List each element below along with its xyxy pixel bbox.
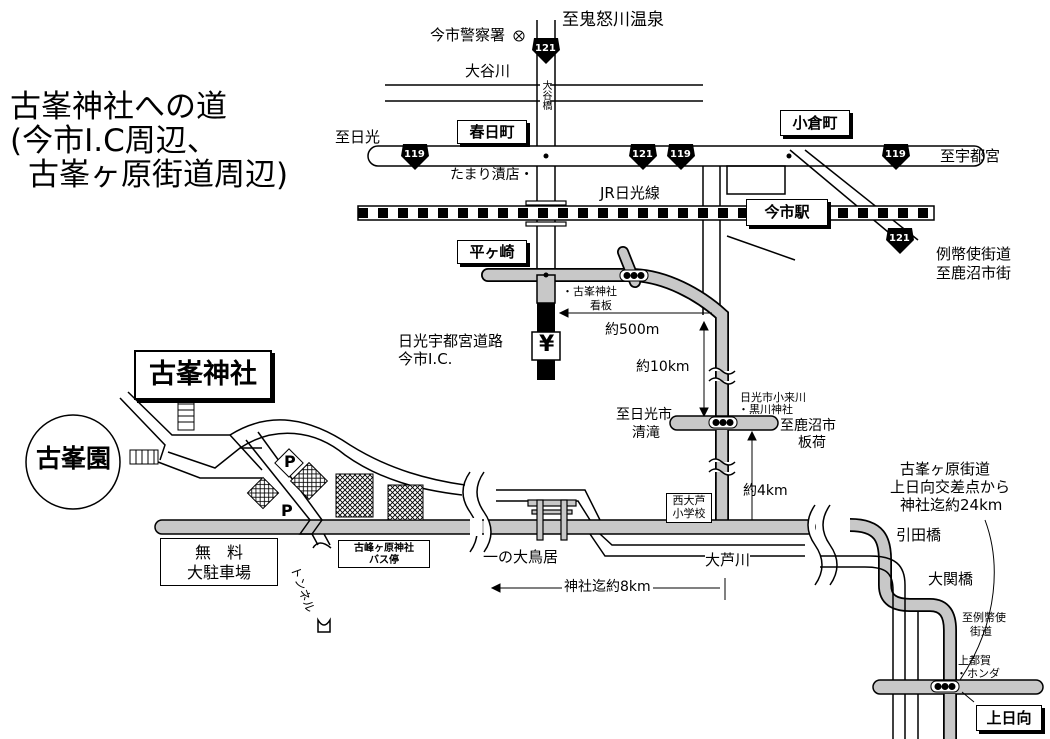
label-kamitsuga-2: ・ホンダ — [956, 667, 1000, 680]
label-expressway-1: 日光宇都宮道路 — [398, 332, 504, 350]
label-to-reiheishi-1: 至例幣使 — [962, 611, 1006, 624]
toll-yen-icon: ¥ — [539, 332, 555, 357]
label-to-reiheishi-2: 街道 — [970, 625, 992, 638]
title-line-2: (今市I.C周辺、 — [10, 123, 218, 159]
reiheishi-road — [789, 149, 919, 248]
label-oya-bridge: 大谷橋 — [540, 80, 551, 110]
label-furumine-jinja: 古峯神社 — [134, 350, 272, 400]
label-kokurugawa-1: 日光市小来川 — [740, 391, 806, 404]
label-shrine-8km: 神社迄約8km — [562, 579, 653, 595]
label-school-1: 西大芦 — [672, 494, 706, 507]
furumine-en-circle — [25, 414, 121, 510]
map-title: 古峯神社への道 (今市I.C周辺、 古峯ヶ原街道周辺) — [10, 90, 288, 192]
tunnel-road — [298, 519, 323, 535]
label-to-itaga-2: 板荷 — [798, 435, 826, 451]
shield-119-mid — [667, 144, 695, 170]
label-school-2: 小学校 — [672, 507, 706, 520]
label-kasugacho: 春日町 — [457, 120, 527, 144]
hikita-river — [820, 555, 919, 739]
label-free-parking: 無 料 大駐車場 — [160, 538, 278, 586]
shrine-paths — [119, 391, 466, 521]
title-line-1: 古峯神社への道 — [10, 89, 227, 125]
label-tamari: たまり漬店・ — [450, 167, 534, 183]
parking-areas — [246, 461, 424, 521]
label-to-kiyotaki-1: 至日光市 — [616, 407, 672, 423]
label-oyagawa: 大谷川 — [465, 62, 511, 80]
label-10km: 約10km — [636, 359, 690, 375]
label-free-parking-1: 無 料 — [194, 543, 243, 562]
label-furumine-sign-2: 看板 — [590, 299, 612, 312]
shrine-steps — [129, 397, 195, 465]
shield-119-left — [401, 144, 429, 170]
break-mark-4 — [807, 504, 838, 586]
label-expressway-2: 今市I.C. — [398, 350, 453, 368]
shield-number: 121 — [535, 43, 556, 54]
shield-number: 121 — [632, 149, 653, 160]
shield-121-bottom — [886, 228, 914, 254]
shield-number: 121 — [889, 233, 910, 244]
shield-number: 119 — [670, 149, 691, 160]
label-to-kiyotaki-2: 清滝 — [632, 425, 660, 441]
break-mark-3 — [462, 471, 492, 553]
label-kamihinata: 上日向 — [976, 705, 1042, 731]
label-bus-stop-1: 古峰ヶ原神社 — [354, 543, 414, 554]
station-area — [702, 165, 796, 315]
label-ogura: 小倉町 — [780, 110, 850, 136]
parking-p-2: P — [281, 501, 293, 520]
label-kaido-1: 古峯ヶ原街道 — [900, 460, 991, 478]
label-hikitabashi: 引田橋 — [896, 526, 942, 544]
label-kinugawa: 至鬼怒川温泉 — [562, 10, 664, 30]
label-kokurugawa-2: ・黒川神社 — [738, 403, 793, 416]
label-police: 今市警察署 — [430, 26, 506, 44]
label-ozekibashi: 大関橋 — [928, 570, 974, 588]
label-4km: 約4km — [743, 483, 788, 499]
shield-121-top — [532, 38, 560, 64]
shield-number: 119 — [404, 149, 425, 160]
label-hiragasaki: 平ヶ崎 — [457, 240, 527, 264]
label-kaido-2: 上日向交差点から — [890, 478, 1011, 496]
parking-p-1: P — [284, 452, 296, 471]
traffic-light-3 — [930, 680, 960, 693]
shield-number: 119 — [885, 149, 906, 160]
rail-crossing — [525, 200, 567, 227]
label-oashi-river: 大芦川 — [705, 551, 751, 569]
label-bus-stop-2: バス停 — [369, 555, 399, 566]
label-ichi-torii: 一の大鳥居 — [483, 548, 559, 566]
label-furumine-sign-1: ・古峯神社 — [562, 285, 617, 298]
label-to-utsunomiya: 至宇都宮 — [940, 147, 1001, 165]
label-500m: 約500m — [605, 322, 660, 338]
break-mark-2 — [708, 458, 736, 476]
label-to-kanuma: 至鹿沼市街 — [936, 264, 1012, 282]
traffic-light-1 — [619, 269, 649, 282]
label-bus-stop: 古峰ヶ原神社 バス停 — [338, 540, 430, 568]
label-to-itaga-1: 至鹿沼市 — [780, 418, 836, 434]
arrow-4km — [747, 430, 757, 522]
label-free-parking-2: 大駐車場 — [186, 563, 251, 582]
label-jr-line: JR日光線 — [600, 184, 660, 202]
toll-gate — [531, 331, 561, 361]
shield-121-mid — [629, 144, 657, 170]
label-furumine-en: 古峯園 — [36, 444, 112, 473]
torii-gate — [527, 499, 577, 541]
arrow-500m — [558, 308, 712, 318]
parking-p-box-1 — [274, 448, 304, 478]
label-school: 西大芦 小学校 — [666, 493, 712, 523]
label-kaido-3: 神社迄約24km — [900, 496, 1003, 514]
label-kamitsuga-1: 上都賀 — [958, 654, 991, 667]
kaido-leader — [959, 519, 995, 681]
shield-119-right — [882, 144, 910, 170]
break-mark-1 — [708, 367, 736, 385]
label-imaichi-station: 今市駅 — [746, 199, 828, 226]
label-reiheishi: 例幣使街道 — [936, 245, 1012, 263]
arrow-10km — [699, 320, 709, 418]
title-line-3: 古峯ヶ原街道周辺) — [28, 157, 289, 193]
label-to-nikko: 至日光 — [335, 128, 381, 146]
traffic-light-2 — [708, 416, 738, 429]
